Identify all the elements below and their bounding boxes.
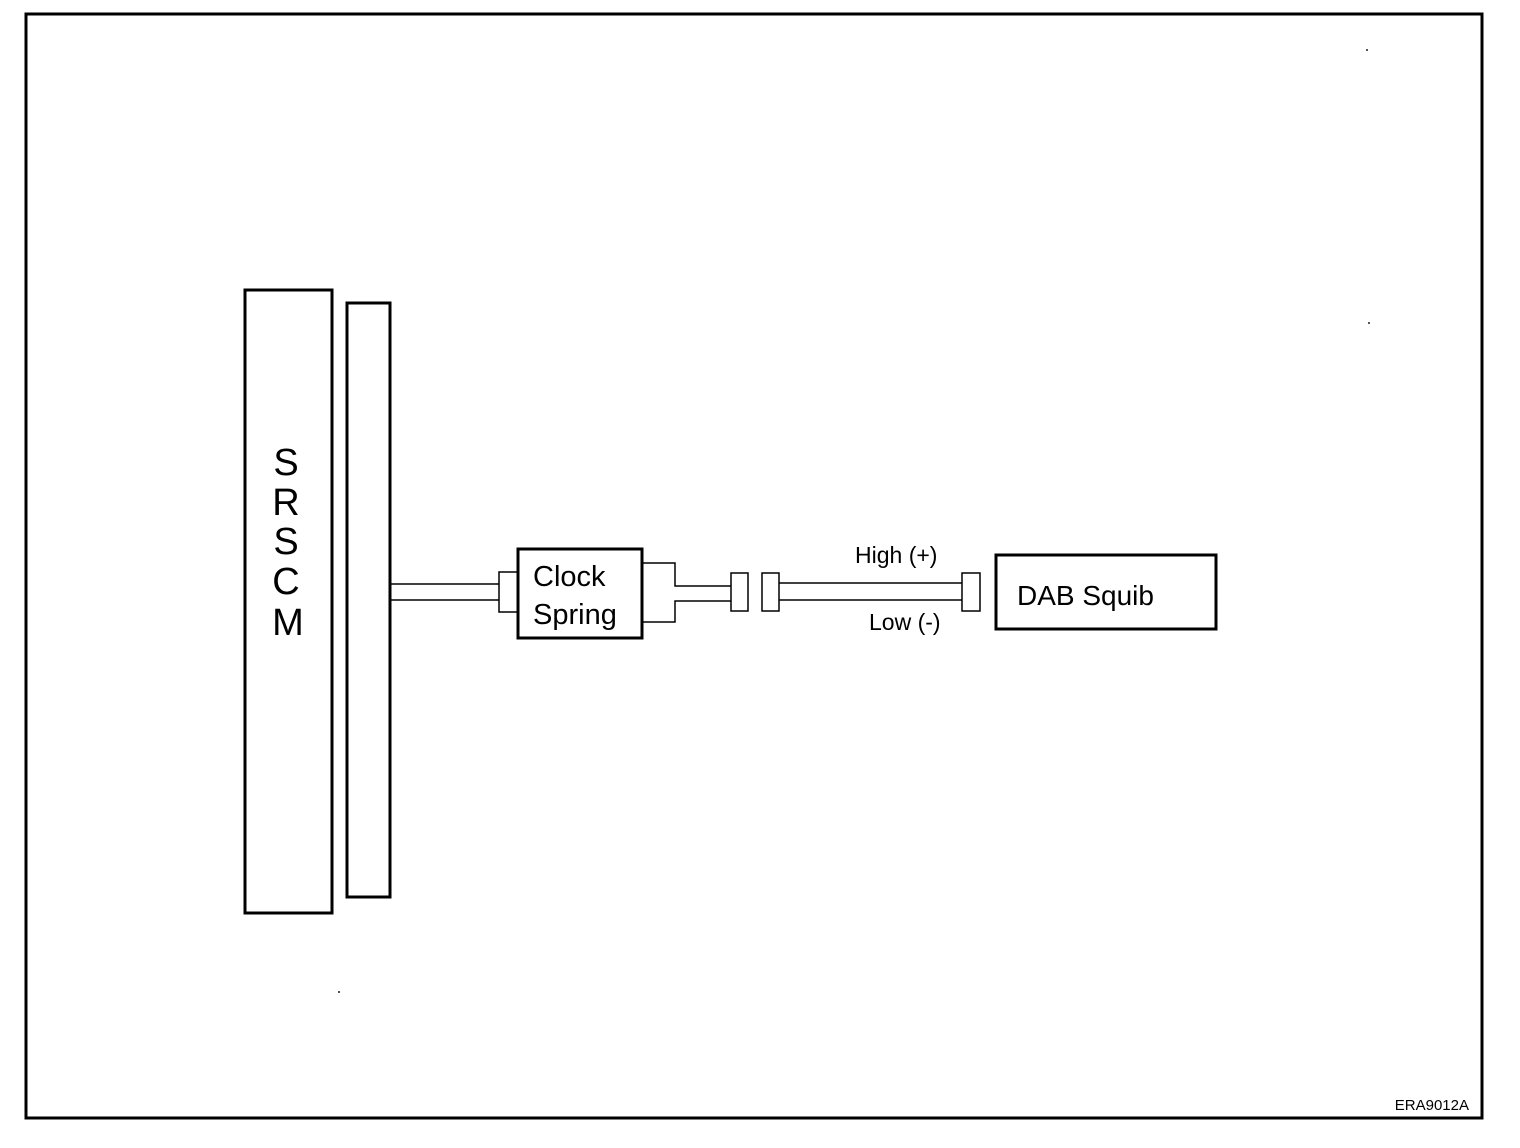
clockspring-output-wires	[642, 562, 731, 623]
dab-squib-box	[994, 553, 1218, 631]
srscm-module: S R S C M	[243, 288, 334, 915]
srscm-letter-s2: S	[273, 521, 298, 563]
figure-code: ERA9012A	[1395, 1097, 1469, 1114]
clockspring-left-plug	[498, 571, 519, 613]
scan-speckles	[338, 49, 1370, 993]
inline-connector-right	[761, 572, 780, 612]
srscm-to-clockspring-wires	[390, 583, 500, 601]
squib-connector	[961, 572, 981, 612]
clock-spring-label-line2: Spring	[533, 599, 617, 631]
figure-frame	[24, 12, 1484, 1120]
srscm-letter-c: C	[272, 561, 299, 603]
low-wire-label: Low (-)	[869, 609, 941, 635]
srscm-letter-m: M	[272, 602, 304, 644]
clock-spring-label-line1: Clock	[533, 561, 606, 593]
dab-squib-label: DAB Squib	[1017, 580, 1154, 611]
srscm-letter-s1: S	[273, 442, 298, 484]
inline-connector-left	[730, 572, 749, 612]
squib-wires	[779, 582, 962, 601]
high-wire-label: High (+)	[855, 542, 937, 568]
srscm-letter-r: R	[272, 482, 299, 524]
srscm-box	[243, 288, 334, 915]
dab-squib: DAB Squib	[994, 553, 1218, 631]
srscm-connector	[345, 301, 392, 899]
clock-spring-box	[516, 547, 644, 640]
clock-spring: Clock Spring	[516, 547, 644, 640]
